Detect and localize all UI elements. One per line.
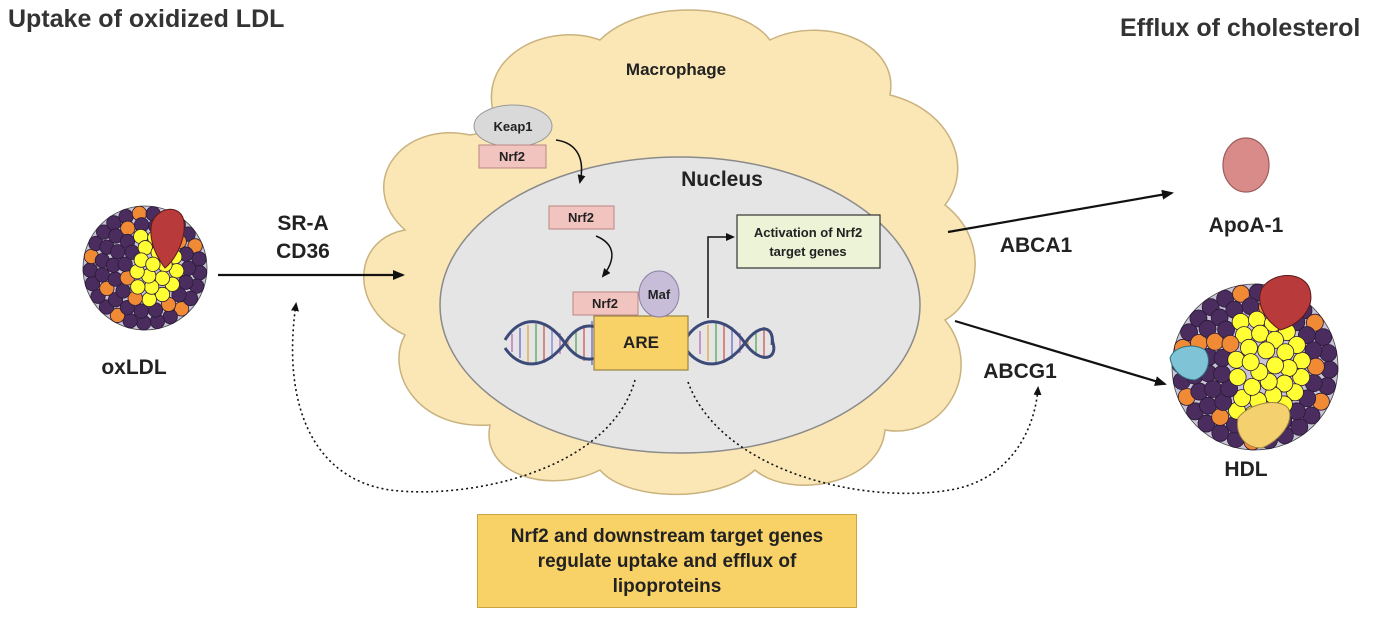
apoa1-particle (1222, 137, 1270, 193)
nucleus (439, 156, 921, 454)
nrf2-cytoplasm-label: Nrf2 (499, 149, 525, 164)
abca1-arrow (947, 189, 1174, 234)
nrf2-nucleus-box (548, 205, 615, 230)
feedback-arrow-uptake (291, 302, 636, 493)
nucleus-label: Nucleus (681, 168, 763, 191)
keap1-label: Keap1 (493, 119, 532, 134)
hdl-label: HDL (1224, 458, 1267, 481)
activation-line2: target genes (769, 244, 846, 259)
sra-label: SR-A (277, 212, 328, 235)
nrf2-cytoplasm-box (478, 144, 547, 169)
abcg1-label: ABCG1 (983, 360, 1057, 383)
macrophage-label: Macrophage (626, 60, 726, 79)
maf-protein (638, 270, 680, 318)
are-label: ARE (623, 333, 659, 352)
efflux-title: Efflux of cholesterol (1120, 14, 1360, 42)
cd36-label: CD36 (276, 240, 330, 263)
translocation-arrow (555, 139, 586, 184)
abca1-label: ABCA1 (1000, 234, 1073, 257)
hdl-particle (1169, 275, 1339, 451)
uptake-title: Uptake of oxidized LDL (8, 5, 284, 33)
nrf2-bound-label: Nrf2 (592, 296, 618, 311)
apoa1-label: ApoA-1 (1209, 214, 1284, 237)
oxldl-label: oxLDL (101, 356, 167, 379)
activation-line1: Activation of Nrf2 (754, 225, 862, 240)
are-box (593, 315, 689, 371)
activation-box (736, 214, 881, 269)
maf-label: Maf (648, 287, 671, 302)
nrf2-bound-box (572, 291, 639, 316)
dna-helix (503, 320, 776, 366)
binding-arrow (595, 235, 613, 278)
abcg1-arrow (954, 319, 1167, 386)
activation-arrow (707, 233, 735, 318)
summary-note: Nrf2 and downstream target genes regulat… (477, 514, 857, 608)
oxldl-particle (82, 205, 208, 331)
nrf2-nucleus-label: Nrf2 (568, 210, 594, 225)
